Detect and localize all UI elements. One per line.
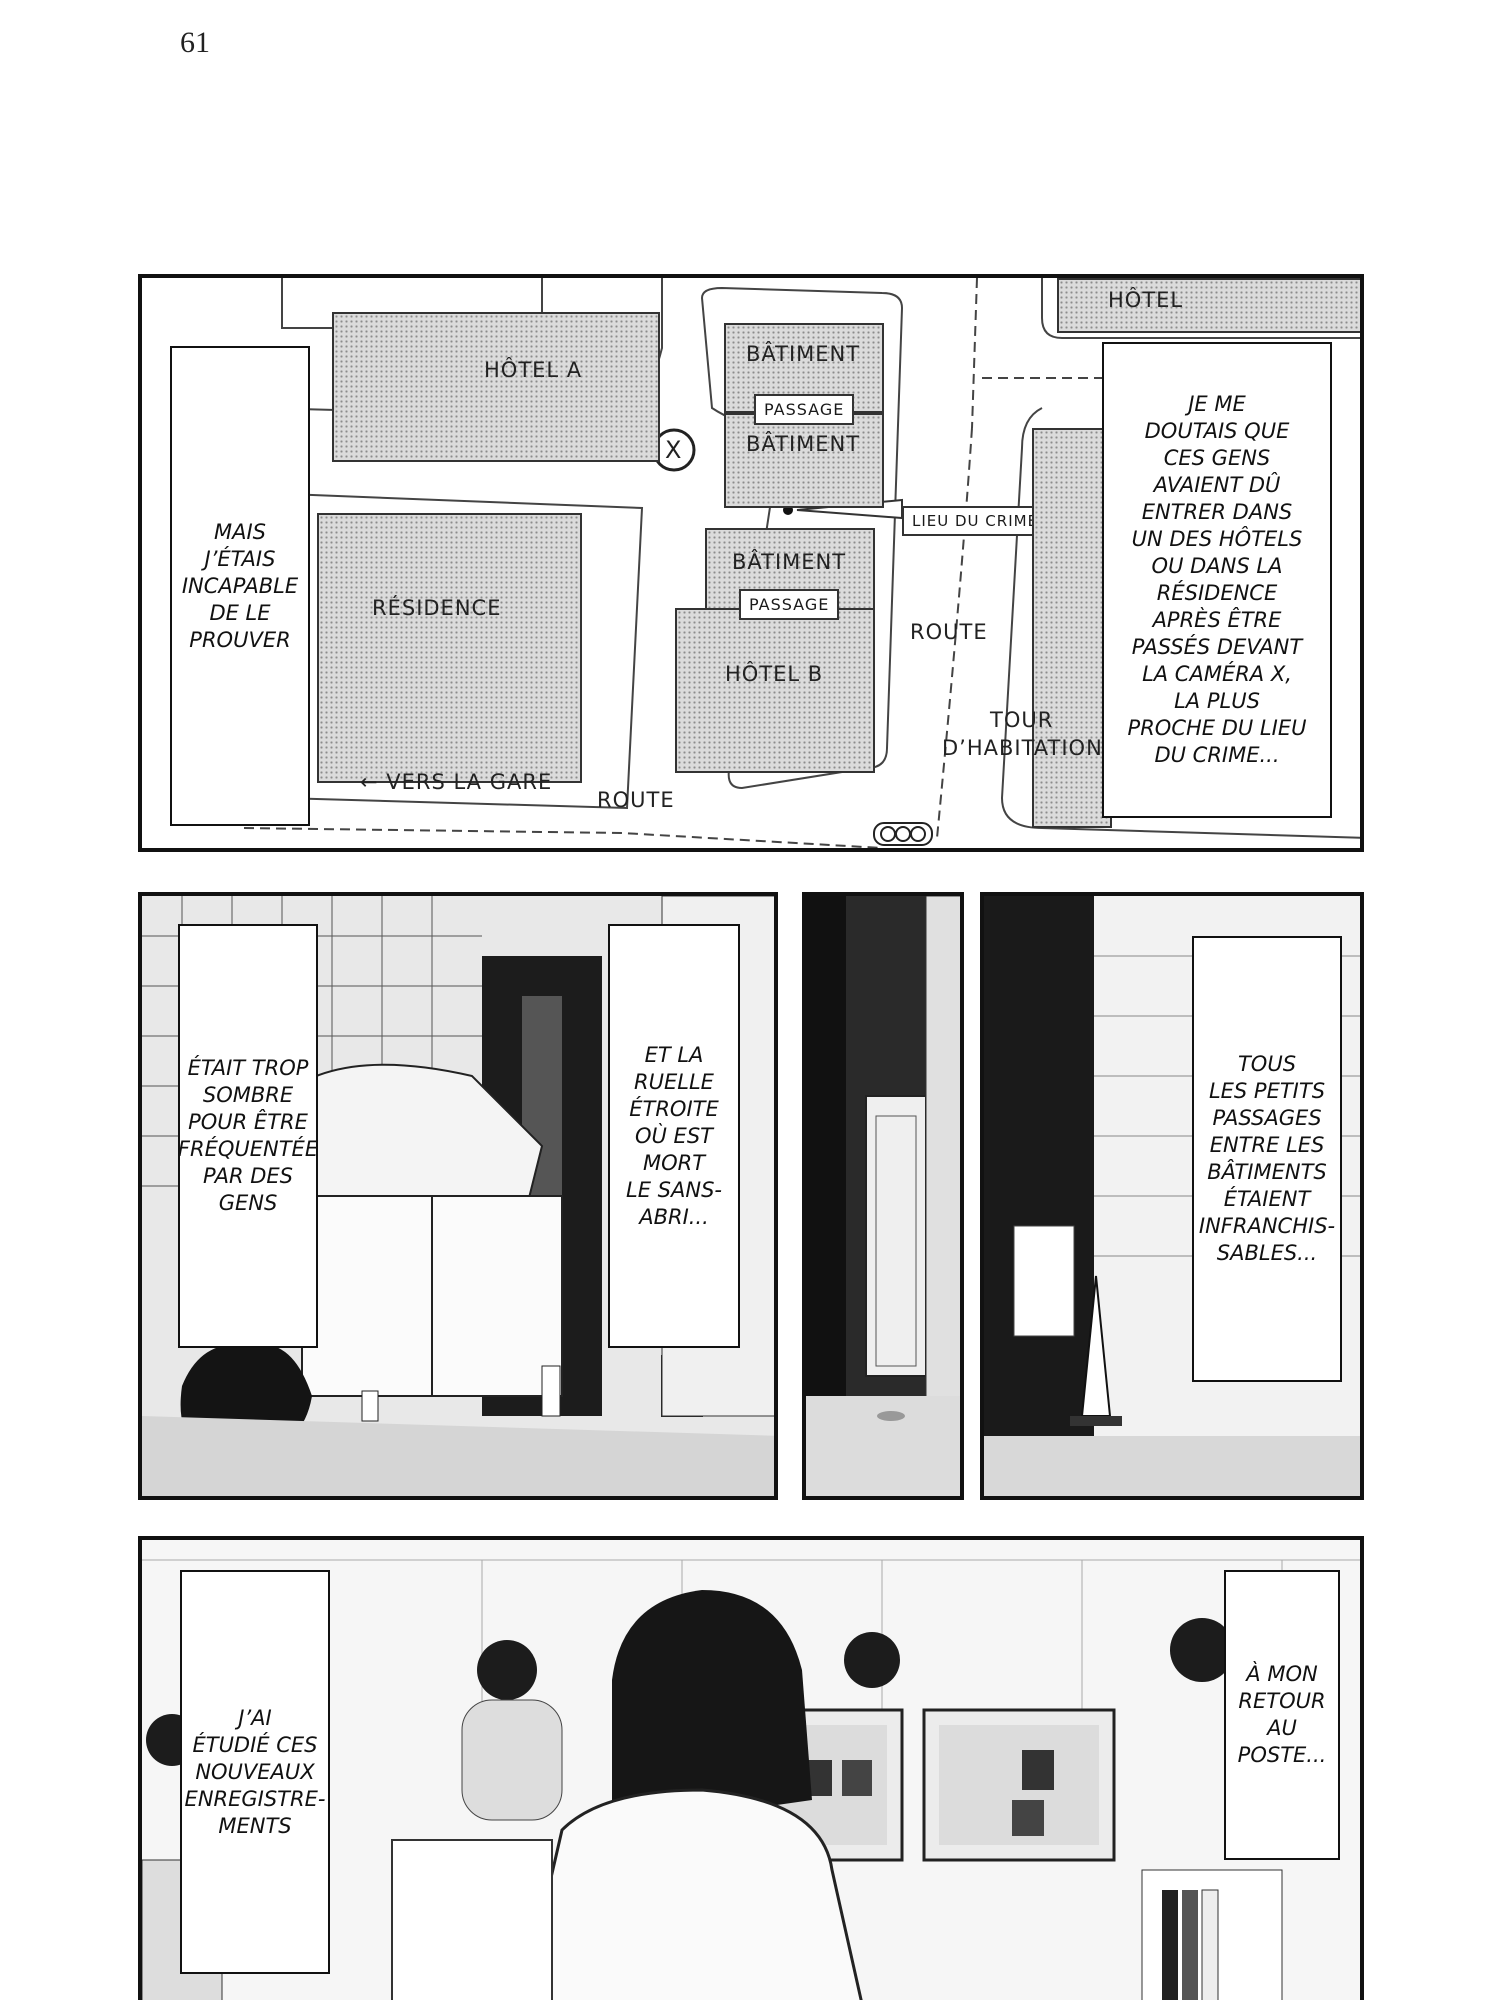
map-roads	[241, 278, 1360, 848]
tower-block	[1032, 428, 1112, 828]
caption-office-left: J’AI ÉTUDIÉ CES NOUVEAUX ENREGISTRE- MEN…	[180, 1570, 330, 1974]
office-art	[142, 1540, 1360, 2000]
hotel-top-block	[1057, 278, 1360, 333]
entrance-panel: TOUS LES PETITS PASSAGES ENTRE LES BÂTIM…	[980, 892, 1364, 1500]
to-station-label: ← VERS LA GARE	[360, 770, 553, 794]
batiment-1-block	[724, 323, 884, 413]
batiment-2-block	[724, 413, 884, 508]
hotel-b-block	[675, 608, 875, 773]
narrow-alley-panel	[802, 892, 964, 1500]
passage-1-label: PASSAGE	[754, 394, 855, 425]
residence-block	[317, 513, 582, 783]
caption-alley-right: ET LA RUELLE ÉTROITE OÙ EST MORT LE SANS…	[608, 924, 740, 1348]
batiment-1-label: BÂTIMENT	[746, 342, 861, 366]
caption-office-right: À MON RETOUR AU POSTE...	[1224, 1570, 1340, 1860]
tower-label-line1: TOUR	[990, 708, 1054, 732]
caption-passages: TOUS LES PETITS PASSAGES ENTRE LES BÂTIM…	[1192, 936, 1342, 1382]
batiment-3-label: BÂTIMENT	[732, 550, 847, 574]
residence-label: RÉSIDENCE	[372, 596, 502, 620]
office-panel: J’AI ÉTUDIÉ CES NOUVEAUX ENREGISTRE- MEN…	[138, 1536, 1364, 2000]
batiment-3-block	[705, 528, 875, 613]
alley-panel: ÉTAIT TROP SOMBRE POUR ÊTRE FRÉQUENTÉE P…	[138, 892, 778, 1500]
camera-x-label: X	[665, 436, 683, 464]
route-bottom-label: ROUTE	[597, 788, 675, 812]
narrow-alley-art	[806, 896, 960, 1496]
hotel-b-label: HÔTEL B	[725, 662, 824, 686]
hotel-a-block	[332, 312, 660, 462]
route-right-label: ROUTE	[910, 620, 988, 644]
caption-map-right: JE ME DOUTAIS QUE CES GENS AVAIENT DÛ EN…	[1102, 342, 1332, 818]
tower-label-line2: D’HABITATION	[942, 736, 1103, 760]
hotel-a-label: HÔTEL A	[484, 358, 583, 382]
caption-map-left: MAIS J’ÉTAIS INCAPABLE DE LE PROUVER	[170, 346, 310, 826]
hotel-top-label: HÔTEL	[1108, 288, 1184, 312]
passage-2-label: PASSAGE	[739, 589, 840, 620]
map-panel: HÔTEL A HÔTEL BÂTIMENT BÂTIMENT PASSAGE …	[138, 274, 1364, 852]
batiment-2-label: BÂTIMENT	[746, 432, 861, 456]
caption-alley-left: ÉTAIT TROP SOMBRE POUR ÊTRE FRÉQUENTÉE P…	[178, 924, 318, 1348]
page-number: 61	[180, 26, 210, 59]
crime-scene-label: LIEU DU CRIME	[902, 506, 1049, 536]
